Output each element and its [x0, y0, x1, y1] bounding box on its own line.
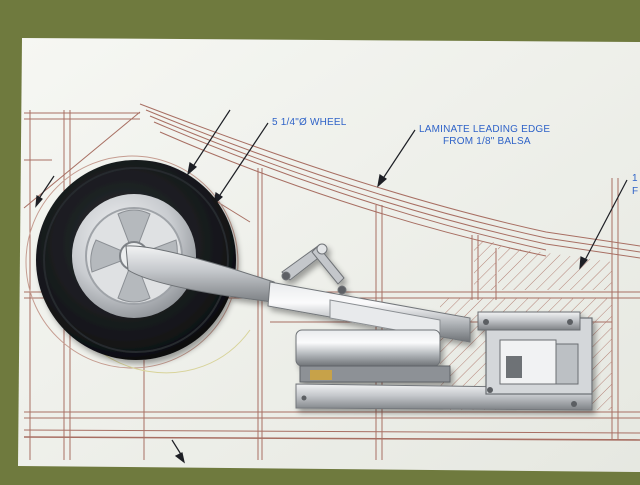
landing-gear-assembly: [36, 160, 593, 411]
hatched-block-1: [474, 242, 496, 290]
leading-edge-callout-line-1: LAMINATE LEADING EDGE: [419, 124, 551, 135]
air-cylinder: [295, 329, 441, 367]
hatched-block-2: [498, 246, 612, 290]
cropped-callout-line-1: 1: [632, 173, 638, 184]
wheel-size-callout: 5 1/4"Ø WHEEL: [272, 117, 347, 128]
cropped-callout-line-2: F: [632, 186, 639, 197]
leader-arrows: [35, 109, 628, 464]
mounting-screws: [301, 319, 577, 407]
leading-edge-callout-line-2: FROM 1/8" BALSA: [443, 136, 531, 147]
torque-links: [281, 243, 347, 295]
